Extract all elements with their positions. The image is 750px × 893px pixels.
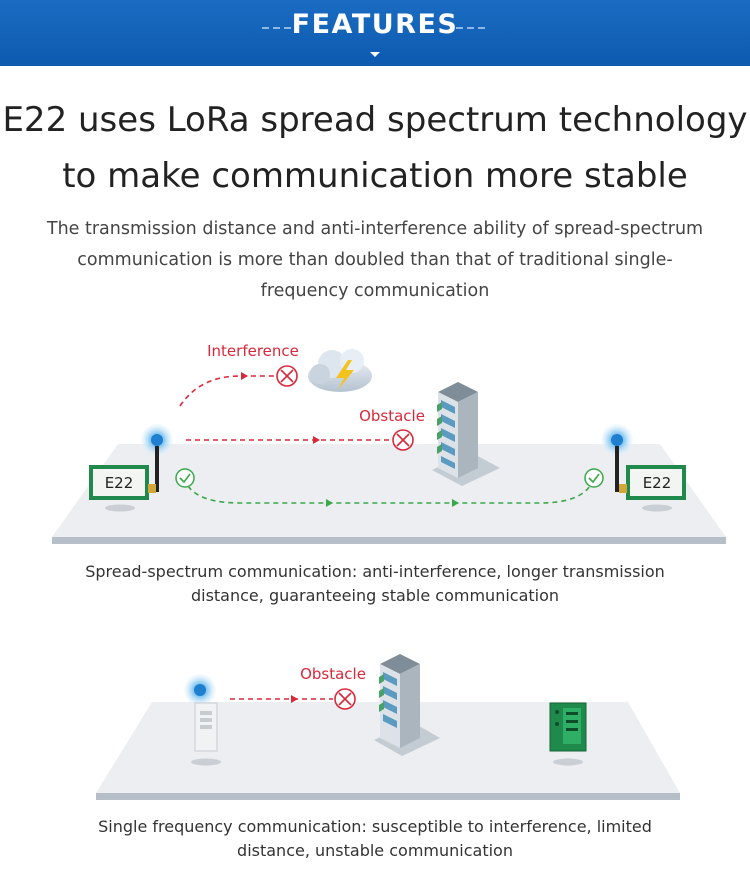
intro-text: The transmission distance and anti-inter… (46, 219, 704, 301)
module-right-label: E22 (643, 474, 672, 492)
receiver-circuit-board (549, 702, 587, 766)
storm-cloud-icon (308, 349, 372, 392)
success-check-icon-left (175, 468, 195, 488)
diagram-2-caption: Single frequency communication: suscepti… (98, 817, 652, 860)
interference-path (179, 375, 275, 407)
banner-down-arrow-icon (370, 52, 380, 57)
obstacle-blocked-icon-1 (392, 429, 414, 451)
e22-module-left: E22 (89, 424, 173, 512)
platform-1 (52, 444, 726, 537)
obstacle-label-2: Obstacle (300, 665, 366, 683)
headline: E22 uses LoRa spread spectrum technology… (0, 92, 750, 204)
module-left-label: E22 (105, 474, 134, 492)
banner-left-dash (262, 27, 294, 29)
building-obstacle-2 (374, 654, 440, 756)
success-check-icon-right (584, 468, 604, 488)
spread-spectrum-path (187, 485, 591, 504)
obstacle-blocked-icon-2 (334, 688, 356, 710)
e22-module-right: E22 (601, 424, 686, 512)
diagram-1-caption: Spread-spectrum communication: anti-inte… (85, 562, 665, 605)
banner-title: FEATURES (291, 9, 459, 40)
features-banner: FEATURES (0, 0, 750, 66)
single-frequency-module (184, 674, 221, 766)
banner-right-dash (456, 27, 488, 29)
building-obstacle-1 (432, 382, 500, 486)
obstacle-label-1: Obstacle (359, 407, 425, 425)
headline-line-1: E22 uses LoRa spread spectrum technology (2, 100, 748, 140)
interference-blocked-icon (276, 365, 298, 387)
headline-line-2: to make communication more stable (62, 156, 688, 196)
interference-label: Interference (207, 342, 299, 360)
